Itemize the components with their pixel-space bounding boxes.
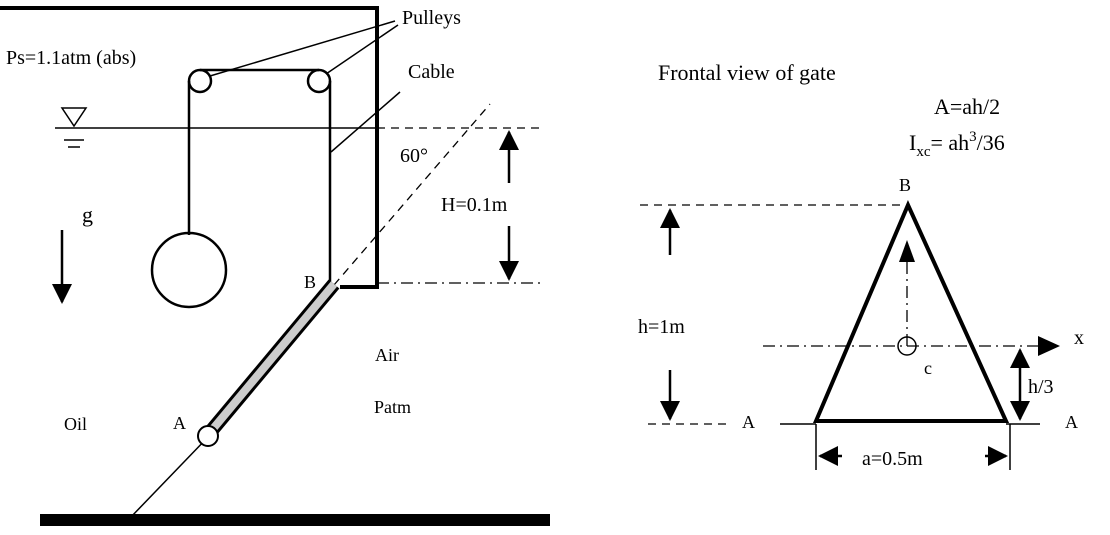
third-height-label: h/3 [1028,376,1054,398]
cable-label: Cable [408,61,455,83]
counterweight-sphere [150,231,228,309]
height-label: h=1m [638,316,685,338]
pulleys-pointer-1 [209,20,396,77]
tank-figure: Pulleys Cable Ps=1.1atm (abs) 60° H=0.1m… [0,6,550,526]
gate-fill [208,281,338,433]
water-level-symbol [60,107,88,128]
centroid-axis-arrowhead [1038,336,1060,356]
tank-top-wall [0,6,379,289]
frontal-view-title: Frontal view of gate [658,60,836,85]
centroid-marker [897,336,917,356]
air-label: Air [375,345,399,365]
angle-label: 60° [400,145,428,167]
surface-pressure-label: Ps=1.1atm (abs) [6,47,136,69]
gate-frontal-view: Frontal view of gate A=ah/2 Ixc= ah3/36 … [638,60,1084,470]
gate-extension-dash [333,103,491,286]
point-a-label: A [173,413,186,433]
pulleys-label: Pulleys [402,7,461,29]
centroid-axis-up-arrowhead [899,240,915,262]
apex-b-label: B [899,175,911,195]
axis-x-label: x [1074,327,1084,349]
hinge-a [197,425,219,447]
base-a-left-label: A [742,412,755,432]
tank-bottom-plate [40,514,550,526]
inertia-sub: xc [916,144,931,160]
patm-label: Patm [374,397,411,417]
centroid-label: c [924,358,932,378]
inertia-prefix: I [909,130,916,155]
inertia-suffix: /36 [977,130,1005,155]
depth-label: H=0.1m [441,194,508,216]
oil-label: Oil [64,414,87,434]
pulleys-pointer-2 [325,24,399,75]
inertia-mid: = ah [931,130,970,155]
left-pulley [187,68,213,94]
point-b-label: B [304,272,316,292]
base-a-right-label: A [1065,412,1078,432]
area-formula: A=ah/2 [934,94,1000,119]
inertia-formula: Ixc= ah3/36 [909,129,1005,160]
inertia-sup: 3 [969,129,977,145]
cable-pointer [330,91,401,153]
triangle-gate [812,200,1010,423]
base-width-label: a=0.5m [862,448,923,470]
gate-base-line [129,435,210,519]
gravity-label: g [82,202,93,227]
